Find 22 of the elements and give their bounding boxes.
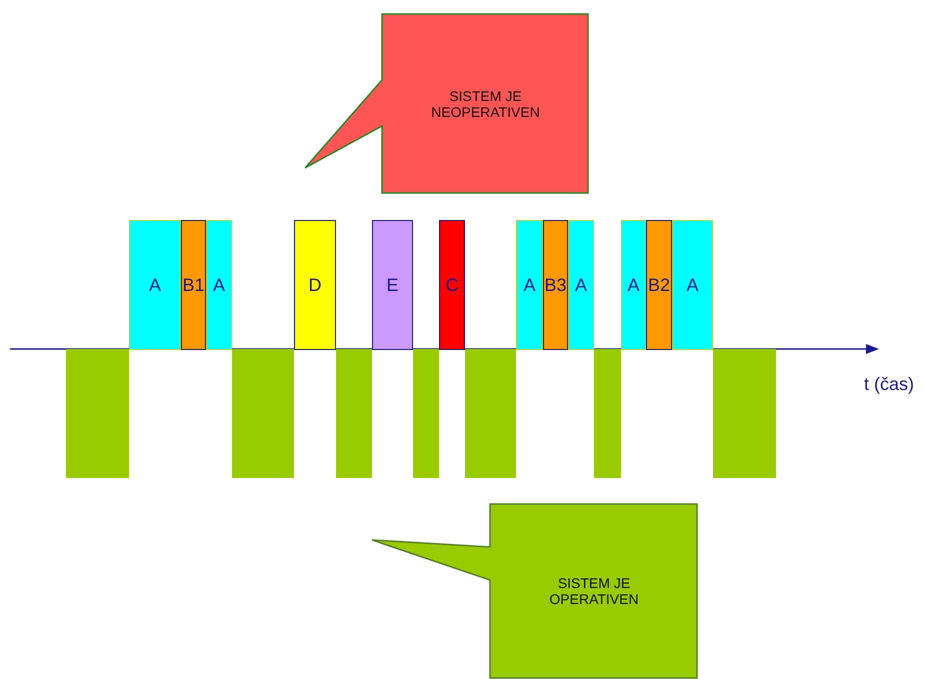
time-block: B3: [543, 220, 568, 350]
time-block: A: [129, 220, 181, 350]
operating-period-bar: [66, 349, 129, 478]
operating-period-bar: [336, 349, 372, 478]
time-block: B2: [646, 220, 672, 350]
time-block: A: [206, 220, 232, 350]
time-block: A: [516, 220, 543, 350]
callout-text: SISTEM JE NEOPERATIVEN: [430, 86, 541, 122]
time-block: A: [621, 220, 646, 350]
operating-period-bar: [413, 349, 439, 478]
time-block: C: [439, 220, 465, 350]
operating-period-bar: [232, 349, 294, 478]
time-block: D: [294, 220, 336, 350]
time-block: A: [568, 220, 594, 350]
callout-text: SISTEM JE OPERATIVEN: [548, 574, 640, 609]
time-block: E: [372, 220, 413, 350]
operating-period-bar: [594, 349, 621, 478]
operating-period-bar: [465, 349, 516, 478]
time-block: A: [672, 220, 713, 350]
time-block: B1: [181, 220, 206, 350]
axis-label: t (čas): [864, 374, 914, 395]
operating-period-bar: [713, 349, 776, 478]
